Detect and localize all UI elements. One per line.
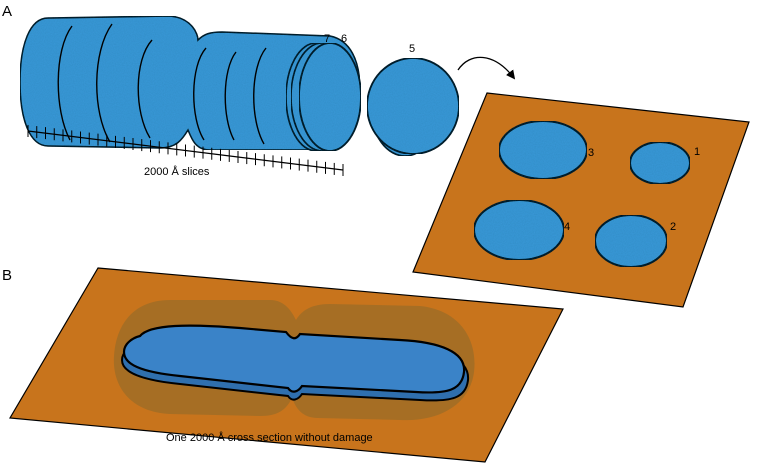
slice-arc [193, 47, 207, 141]
section-2 [594, 214, 668, 268]
section-number-2: 2 [670, 221, 676, 233]
panel-b-label: B [2, 267, 12, 284]
slice-arc [253, 47, 267, 145]
cross-section [122, 324, 466, 394]
slice-number-7: 7 [324, 33, 330, 45]
slice-arc [224, 51, 237, 141]
slice-number-5: 5 [409, 43, 415, 55]
transfer-arrow [457, 56, 516, 80]
slice-number-6: 6 [341, 33, 347, 45]
slice-arc [57, 25, 73, 141]
section-number-3: 3 [588, 147, 594, 159]
panel-a-label: A [2, 3, 12, 20]
slice-arc [137, 39, 153, 139]
grid-substrate [412, 92, 750, 308]
section-number-1: 1 [694, 146, 700, 158]
panel-b-caption: One 2000 Å cross section without damage [166, 431, 373, 444]
slice-6 [298, 42, 362, 152]
scale-caption: 2000 Å slices [144, 165, 210, 178]
section-number-4: 4 [564, 221, 570, 233]
section-4 [473, 199, 565, 261]
sliced-cell [19, 15, 362, 152]
section-3 [498, 120, 588, 180]
section-1 [629, 141, 691, 185]
scale-ruler [27, 125, 344, 176]
cell-body [19, 15, 361, 151]
slice-arc [96, 23, 113, 143]
section-grid [412, 92, 750, 308]
intact-section-grid [9, 267, 564, 463]
detached-slice [366, 57, 460, 157]
